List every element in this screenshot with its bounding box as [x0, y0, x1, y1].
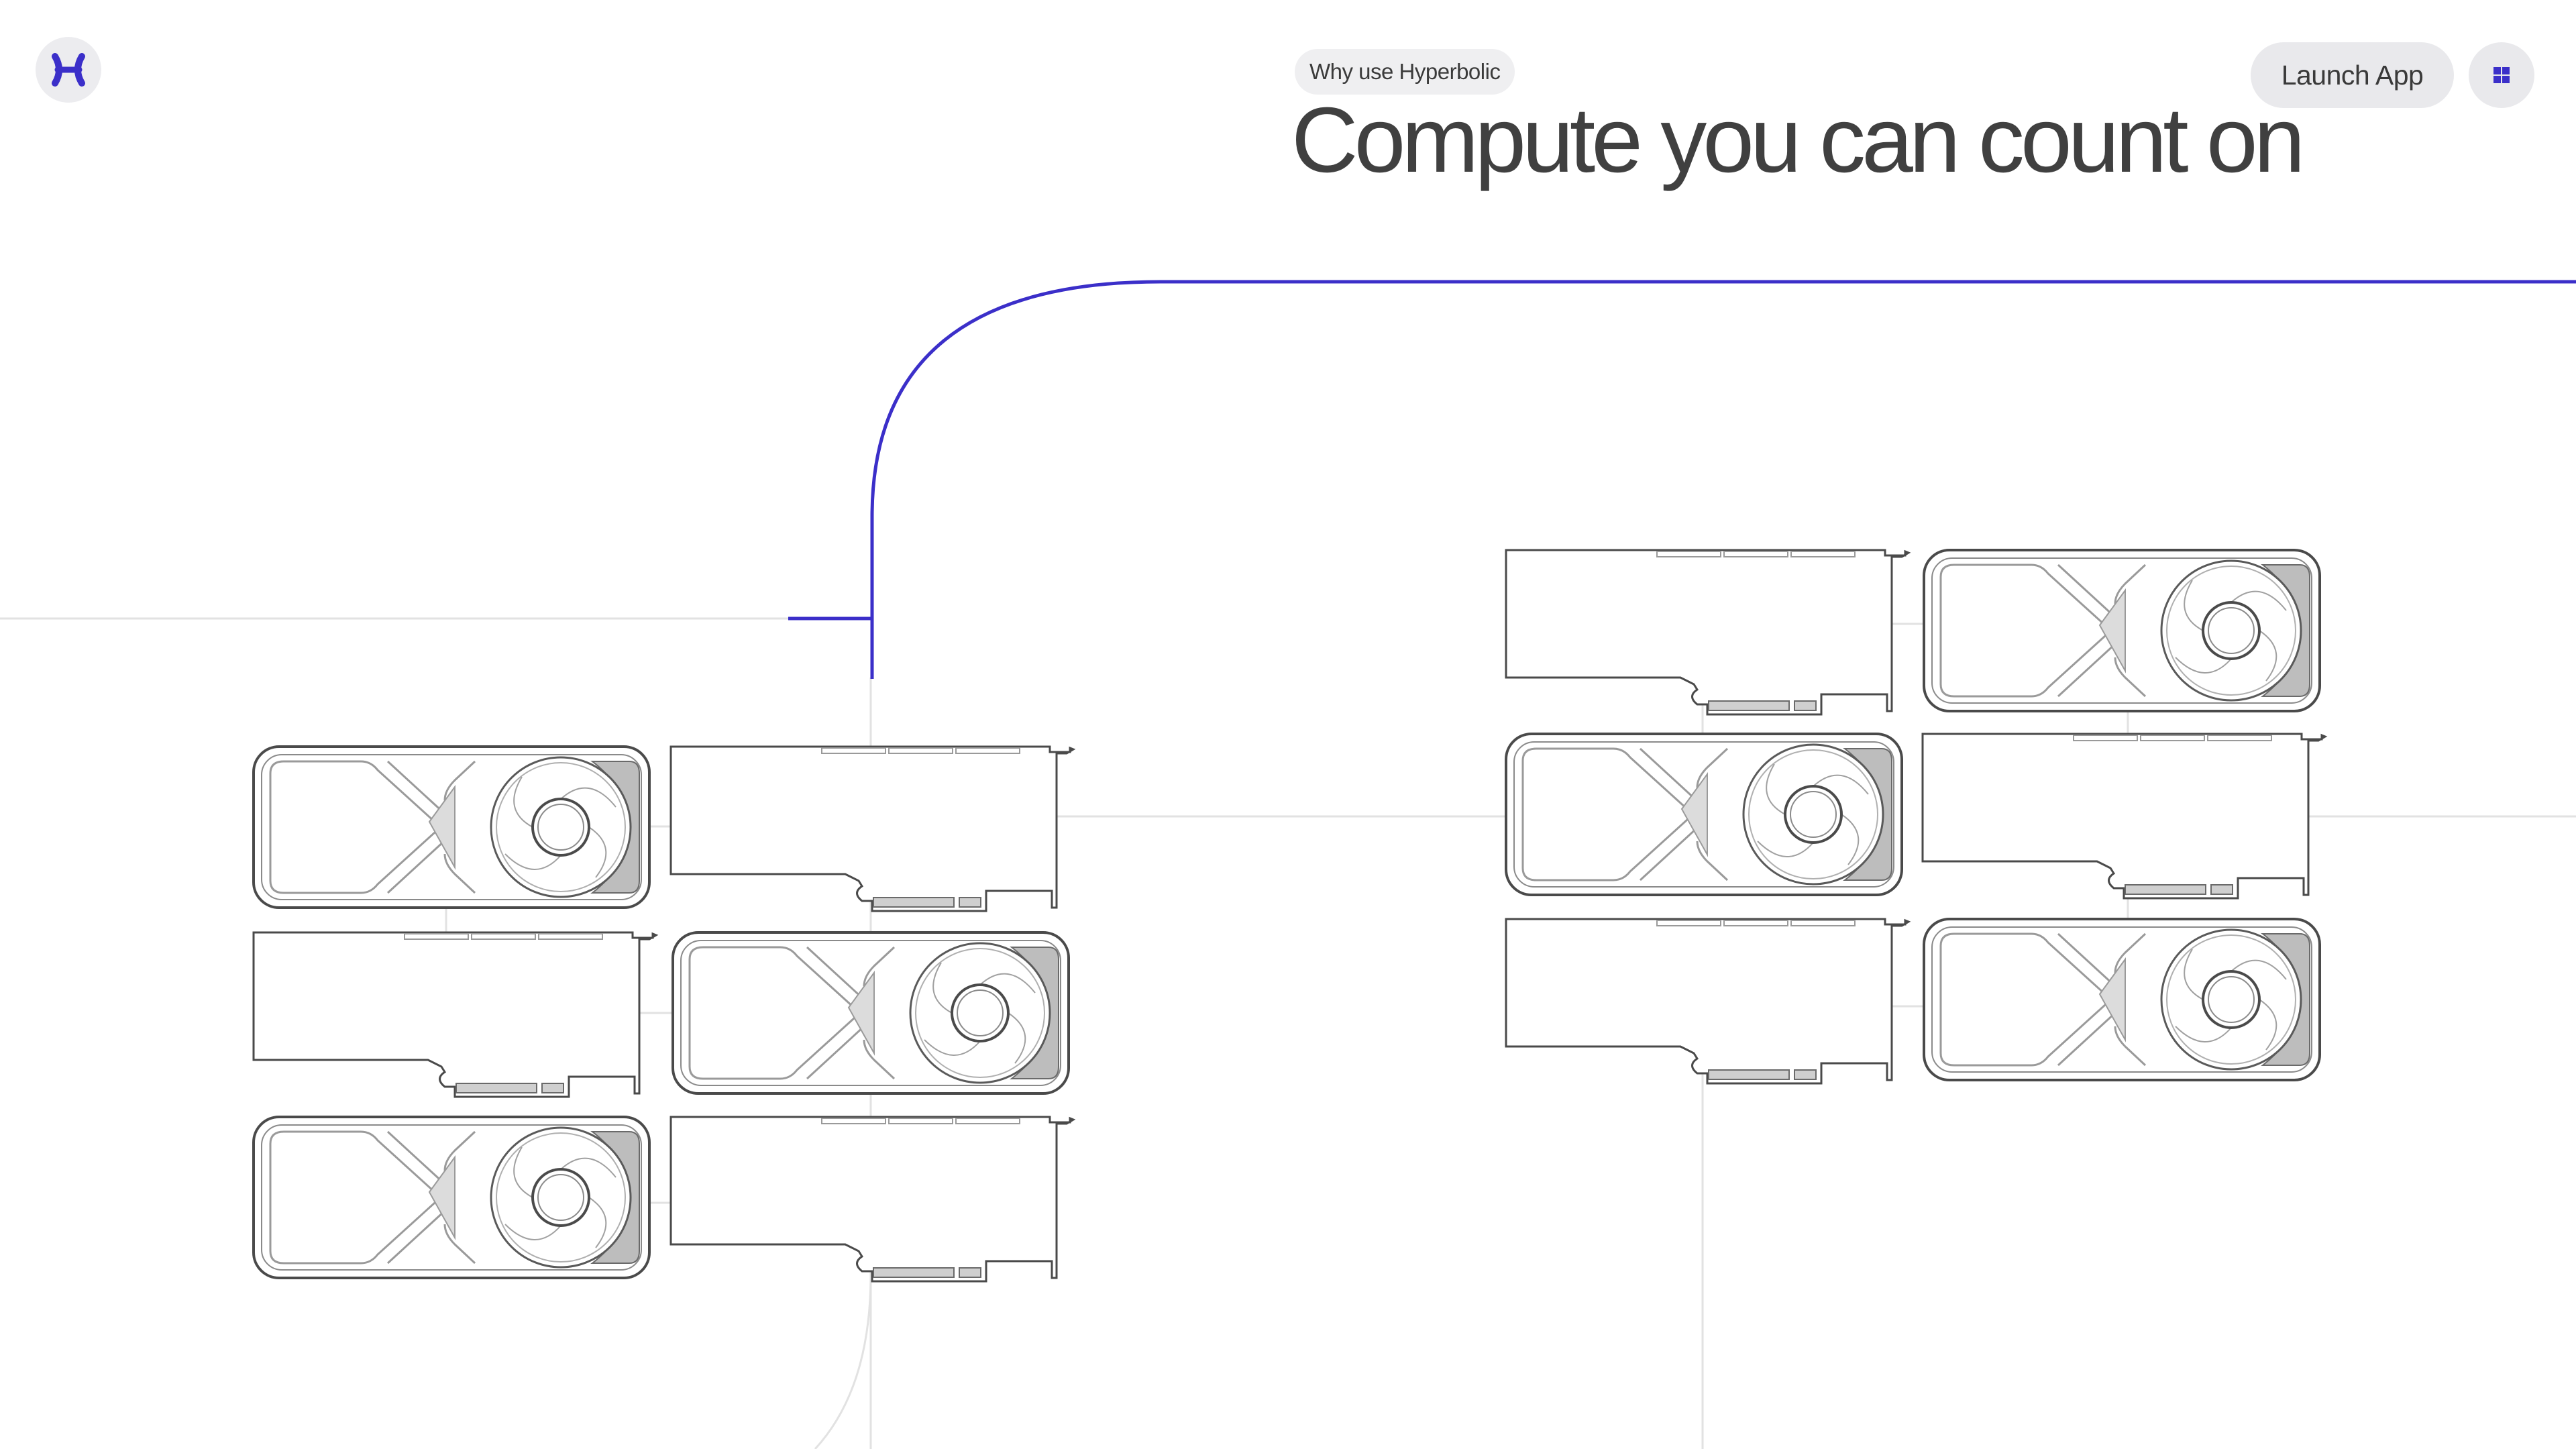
- launch-app-button[interactable]: Launch App: [2251, 42, 2454, 108]
- gpu-card: [252, 745, 651, 909]
- gpu-card: [252, 1116, 651, 1279]
- gpu-card: [1505, 549, 1910, 716]
- section-eyebrow: Why use Hyperbolic: [1295, 49, 1515, 95]
- hyperbolic-logo-icon: [52, 53, 85, 87]
- right-gpu-cluster: [1505, 549, 2326, 1085]
- gpu-card: [669, 745, 1075, 912]
- gpu-card: [1505, 733, 1903, 896]
- gpu-card: [1921, 733, 2326, 900]
- gpu-card: [252, 931, 657, 1098]
- gpu-card: [1923, 918, 2321, 1081]
- accent-path: [788, 280, 2576, 679]
- gpu-card: [1923, 549, 2321, 712]
- page-title: Compute you can count on: [1291, 89, 2305, 192]
- menu-button[interactable]: [2469, 42, 2534, 108]
- gpu-card: [672, 931, 1070, 1095]
- home-logo-button[interactable]: [36, 37, 101, 103]
- gpu-card: [1505, 918, 1910, 1085]
- grid-menu-icon: [2493, 67, 2510, 83]
- gpu-card: [669, 1116, 1075, 1283]
